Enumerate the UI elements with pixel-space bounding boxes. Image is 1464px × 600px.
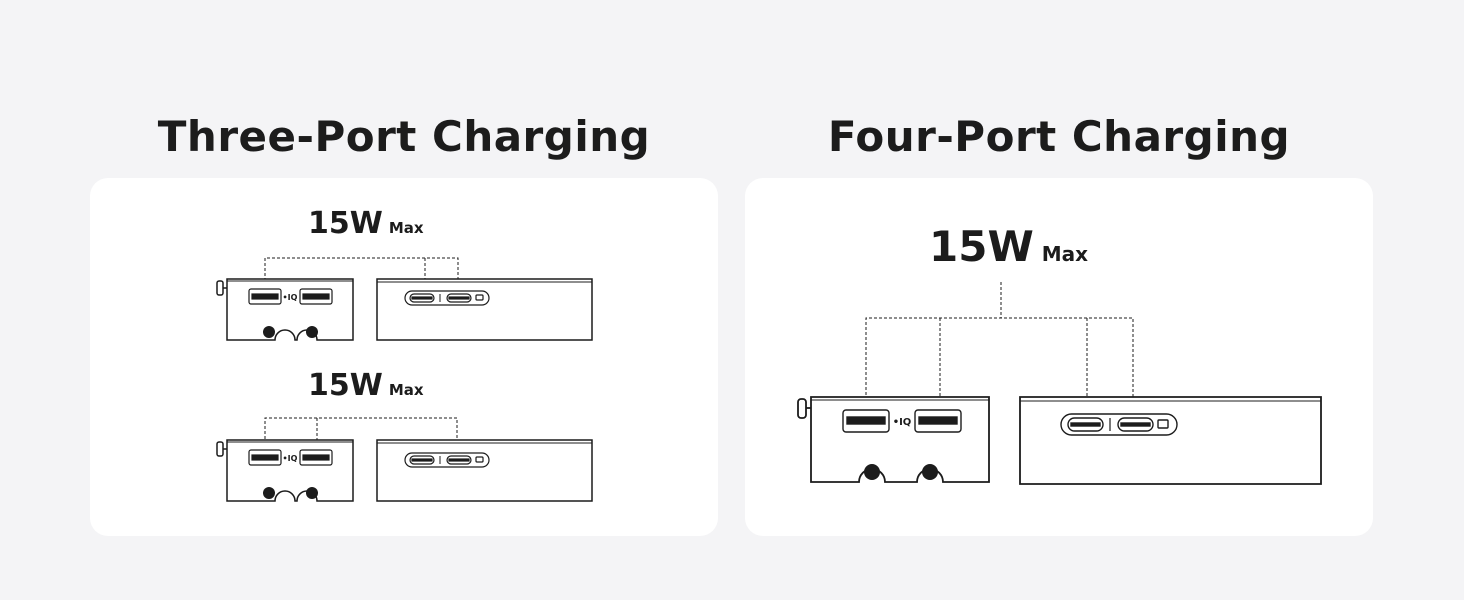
power-label-config-1: 15W Max xyxy=(929,222,1088,271)
power-bank-usb-a-side xyxy=(226,278,354,341)
power-value: 15W xyxy=(308,368,383,403)
iq-label: •IQ xyxy=(283,454,298,463)
three-port-diagram: •IQ xyxy=(216,257,593,502)
foot-icon xyxy=(864,464,880,480)
usb-a-port-icon xyxy=(248,449,282,466)
power-unit: Max xyxy=(388,219,424,237)
power-bank-usb-c-side xyxy=(376,278,593,341)
power-value: 15W xyxy=(308,206,383,241)
power-label-config-1: 15W Max xyxy=(308,206,424,241)
power-unit: Max xyxy=(388,381,424,399)
usb-c-port-group xyxy=(1060,413,1178,436)
dial-knob-icon xyxy=(797,398,811,419)
three-port-panel: 15W Max 15W Max •IQ xyxy=(90,178,718,536)
config-1-connector-lines xyxy=(264,257,459,286)
iq-label: •IQ xyxy=(283,293,298,302)
four-port-panel: 15W Max •IQ xyxy=(745,178,1373,536)
four-port-title: Four-Port Charging xyxy=(827,112,1291,161)
three-port-title: Three-Port Charging xyxy=(157,112,651,161)
dial-knob-icon xyxy=(216,280,227,296)
usb-a-port-icon xyxy=(299,288,333,305)
foot-icon xyxy=(306,487,318,499)
power-bank-usb-c-side xyxy=(1019,396,1322,485)
foot-icon xyxy=(263,326,275,338)
dial-knob-icon xyxy=(216,441,227,457)
iq-label: •IQ xyxy=(893,417,912,428)
foot-icon xyxy=(263,487,275,499)
four-port-connector-lines xyxy=(865,282,1134,415)
usb-a-port-icon xyxy=(842,409,890,433)
power-label-config-2: 15W Max xyxy=(308,368,424,403)
foot-icon xyxy=(922,464,938,480)
usb-a-port-icon xyxy=(248,288,282,305)
power-bank-usb-a-side xyxy=(226,439,354,502)
power-bank-usb-c-side xyxy=(376,439,593,502)
four-port-diagram: •IQ xyxy=(797,282,1322,485)
usb-a-port-icon xyxy=(914,409,962,433)
usb-a-port-icon xyxy=(299,449,333,466)
foot-icon xyxy=(306,326,318,338)
usb-c-port-group xyxy=(404,290,490,306)
usb-c-port-group xyxy=(404,452,490,468)
power-bank-usb-a-side xyxy=(810,396,990,483)
power-value: 15W xyxy=(929,222,1034,271)
power-unit: Max xyxy=(1041,242,1089,266)
